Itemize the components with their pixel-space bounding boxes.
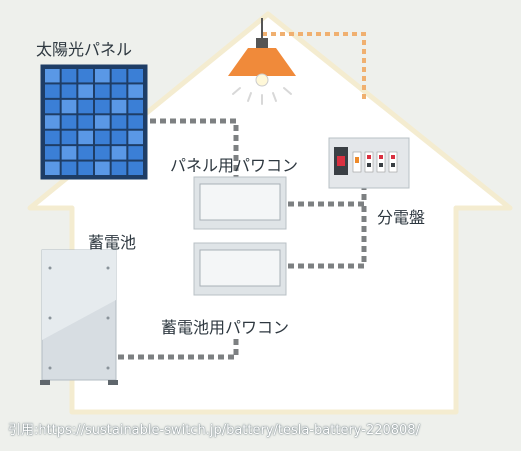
solar-cell	[111, 146, 127, 160]
solar-cell	[128, 161, 143, 175]
solar-cell	[45, 99, 60, 114]
battery-unit-icon	[40, 249, 118, 385]
solar-cell	[128, 84, 143, 98]
solar-cell	[45, 84, 60, 98]
solar-cell	[78, 69, 93, 83]
solar-cell	[111, 69, 127, 83]
battery-pcs-label: 蓄電池用パワコン	[161, 318, 290, 337]
solar-cell	[61, 146, 77, 160]
solar-cell	[95, 115, 110, 129]
solar-cell	[78, 115, 93, 129]
power-conditioner-icon	[193, 176, 287, 230]
solar-cell	[128, 69, 143, 83]
solar-cell	[61, 84, 77, 98]
wiring	[118, 118, 367, 360]
solar-cell	[45, 161, 60, 175]
distribution-board-icon	[328, 137, 410, 189]
solar-cell	[45, 115, 60, 129]
panel-pcs-label: パネル用パワコン	[170, 156, 299, 175]
solar-cell	[95, 69, 110, 83]
solar-cell	[61, 69, 77, 83]
solar-cell	[95, 146, 110, 160]
solar-cell	[45, 69, 60, 83]
solar-cell	[128, 99, 143, 114]
solar-cell	[95, 99, 110, 114]
solar-cell	[61, 115, 77, 129]
pendant-lamp-icon	[228, 18, 296, 105]
solar-panel-icon	[40, 64, 148, 180]
solar-cell	[61, 161, 77, 175]
solar-cell	[128, 115, 143, 129]
battery-label: 蓄電池	[88, 233, 137, 252]
solar-cell	[111, 84, 127, 98]
solar-cell	[45, 146, 60, 160]
solar-cell	[78, 99, 93, 114]
solar-cell	[111, 130, 127, 145]
solar-cell	[111, 115, 127, 129]
solar-cell	[111, 161, 127, 175]
solar-cell	[78, 84, 93, 98]
solar-panel-label: 太陽光パネル	[36, 40, 133, 59]
solar-cell	[128, 146, 143, 160]
solar-cell	[95, 161, 110, 175]
solar-cell	[61, 99, 77, 114]
solar-cell	[111, 99, 127, 114]
solar-cell	[95, 84, 110, 98]
solar-cell	[45, 130, 60, 145]
solar-cell	[78, 146, 93, 160]
citation-text[interactable]: 引用:https://sustainable-switch.jp/battery…	[8, 423, 420, 438]
solar-cell	[78, 130, 93, 145]
light-wire	[262, 32, 366, 100]
solar-cell	[61, 130, 77, 145]
distribution-board-label: 分電盤	[377, 208, 426, 227]
solar-cell	[95, 130, 110, 145]
battery-power-conditioner-icon	[193, 242, 287, 296]
solar-cell	[78, 161, 93, 175]
solar-cell	[128, 130, 143, 145]
